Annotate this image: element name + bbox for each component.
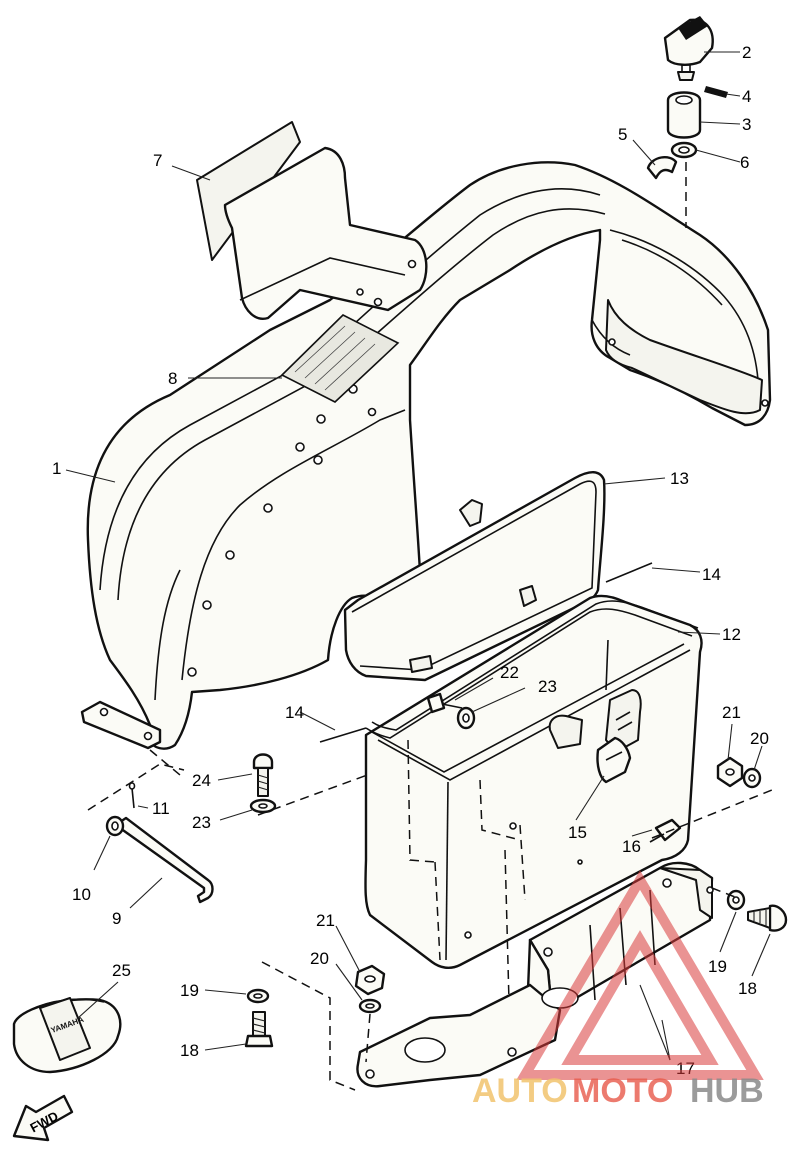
- callout-6: 6: [740, 153, 749, 172]
- decal-part-8: [280, 314, 400, 403]
- callout-14-left: 14: [285, 703, 304, 722]
- callout-16: 16: [622, 837, 641, 856]
- bolt-part-18-right: [747, 904, 788, 932]
- cotter-pin-part-11: [128, 782, 136, 809]
- damper-part-3: [666, 91, 702, 139]
- watermark-text-hub: HUB: [690, 1072, 764, 1110]
- tool-box-part-12: [364, 594, 703, 1041]
- pin-part-14-left: [319, 727, 367, 743]
- washer-part-6: [670, 141, 698, 159]
- seal-part-13: [343, 471, 606, 682]
- washer-part-10: [105, 815, 125, 837]
- bolt-part-18-left: [244, 1011, 274, 1048]
- rod-part-9: [118, 816, 214, 904]
- washer-part-23-lower: [249, 798, 277, 814]
- knob-part-2: [663, 16, 714, 81]
- callout-14-upper: 14: [702, 565, 721, 584]
- callout-15: 15: [568, 823, 587, 842]
- screw-part-22: [426, 692, 463, 714]
- callout-2: 2: [742, 43, 751, 62]
- callout-7: 7: [153, 151, 162, 170]
- callout-5: 5: [618, 125, 627, 144]
- nut-part-21-upper: [716, 756, 744, 788]
- callout-19-right: 19: [708, 957, 727, 976]
- callout-24: 24: [192, 771, 211, 790]
- callout-21-lower: 21: [316, 911, 335, 930]
- mud-flap-part-7: [196, 121, 428, 320]
- callout-25: 25: [112, 961, 131, 980]
- callout-3: 3: [742, 115, 751, 134]
- watermark-text-moto: MOTO: [572, 1072, 673, 1110]
- callout-4: 4: [742, 87, 751, 106]
- leader-lines: [65, 51, 771, 1061]
- callout-18-right: 18: [738, 979, 757, 998]
- pin-part-4: [704, 86, 728, 98]
- callout-13: 13: [670, 469, 689, 488]
- strap-part-25: YAMAHA: [12, 997, 122, 1074]
- callout-21-upper: 21: [722, 703, 741, 722]
- callout-8: 8: [168, 369, 177, 388]
- callout-10: 10: [72, 885, 91, 904]
- callout-11: 11: [152, 799, 170, 818]
- washer-part-23-upper: [456, 706, 476, 730]
- washer-part-20-lower: [358, 998, 382, 1014]
- washer-part-19-left: [246, 988, 270, 1004]
- clip-part-5: [646, 156, 678, 180]
- bracket-part-17: [356, 861, 714, 1088]
- nut-part-21-lower: [354, 964, 386, 996]
- callout-22: 22: [500, 663, 519, 682]
- callout-20-lower: 20: [310, 949, 329, 968]
- callout-1: 1: [52, 459, 61, 478]
- washer-part-20-upper: [742, 767, 762, 789]
- callout-23-upper: 23: [538, 677, 557, 696]
- screw-part-16: [649, 818, 682, 843]
- callout-12: 12: [722, 625, 741, 644]
- callout-18-left: 18: [180, 1041, 199, 1060]
- forward-direction-arrow: FWD: [12, 1094, 74, 1142]
- callout-23-lower: 23: [192, 813, 211, 832]
- bolt-part-24: [252, 753, 274, 797]
- latch-part-15: [596, 736, 632, 784]
- callout-labels: 2 4 3 5 6 7 8 1 13 14 12 14 22 23 21 20 …: [52, 43, 769, 1078]
- callout-20-upper: 20: [750, 729, 769, 748]
- callout-19-left: 19: [180, 981, 199, 1000]
- watermark-text-auto: AUTO: [472, 1072, 568, 1110]
- watermark-logo: AUTO MOTO HUB: [472, 870, 764, 1110]
- callout-9: 9: [112, 909, 121, 928]
- washer-part-19-right: [726, 889, 746, 911]
- pin-part-14-upper: [605, 562, 653, 583]
